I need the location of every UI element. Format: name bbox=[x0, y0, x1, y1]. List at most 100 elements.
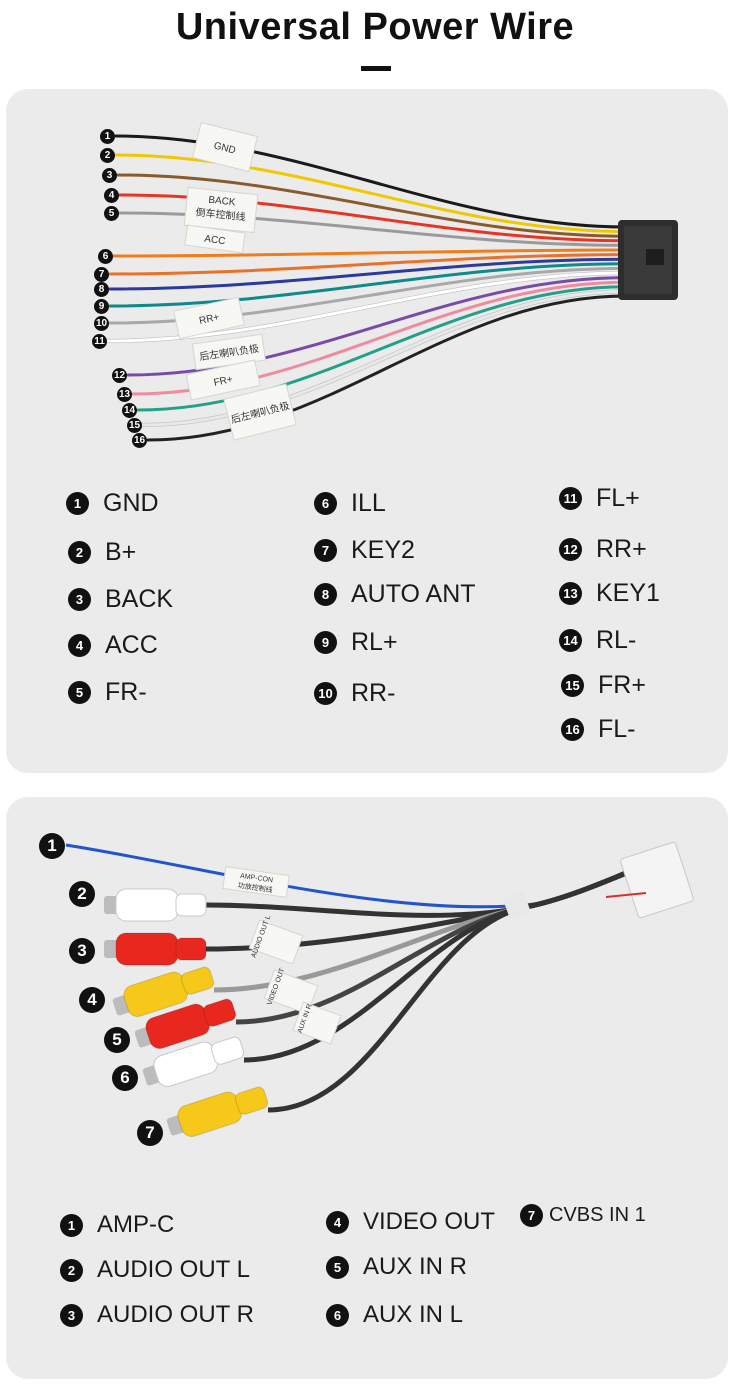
wire-tag: FR+ bbox=[185, 359, 261, 401]
legend-label: ACC bbox=[105, 631, 158, 659]
white-connector bbox=[620, 841, 694, 919]
legend-label: ILL bbox=[351, 489, 386, 517]
wire-number-10: 10 bbox=[94, 316, 109, 331]
legend-number: 8 bbox=[314, 583, 337, 606]
legend-label: FL+ bbox=[596, 484, 640, 512]
legend-label: AUDIO OUT R bbox=[97, 1301, 254, 1328]
wire-number-4: 4 bbox=[104, 188, 119, 203]
legend-label: AUX IN R bbox=[363, 1253, 468, 1280]
legend-label: AMP-C bbox=[97, 1211, 175, 1238]
wire-number-9: 9 bbox=[94, 299, 109, 314]
rca-plug-3 bbox=[112, 966, 215, 1018]
legend-number: 11 bbox=[559, 487, 582, 510]
legend-item-gnd: 1 GND bbox=[66, 489, 159, 518]
plug-number-6: 6 bbox=[112, 1065, 138, 1091]
legend-number: 16 bbox=[561, 718, 584, 741]
legend-number: 9 bbox=[314, 631, 337, 654]
wire-tag-body bbox=[183, 186, 259, 234]
wire-tag-body bbox=[184, 224, 246, 254]
legend-number: 5 bbox=[68, 681, 91, 704]
wire-number-15: 15 bbox=[127, 418, 142, 433]
rca-wire-6 bbox=[267, 866, 637, 1113]
legend-number: 12 bbox=[559, 538, 582, 561]
legend-label: VIDEO OUT bbox=[363, 1208, 496, 1235]
wire-3 bbox=[116, 173, 628, 238]
rca-plug-6 bbox=[166, 1086, 269, 1138]
wire-number-6: 6 bbox=[98, 249, 113, 264]
rca-plug-boot bbox=[180, 966, 215, 995]
legend-label: BACK bbox=[105, 585, 174, 613]
plug-number-3: 3 bbox=[69, 938, 95, 964]
plug-number-7: 7 bbox=[137, 1120, 163, 1146]
legend-label: AUX IN L bbox=[363, 1301, 464, 1328]
legend-number: 5 bbox=[326, 1255, 349, 1279]
wire-tag: 后左喇叭负极 bbox=[223, 383, 297, 441]
page-title: Universal Power Wire bbox=[175, 6, 575, 48]
legend-number: 1 bbox=[66, 492, 89, 515]
wire-12 bbox=[126, 276, 628, 377]
wire-number-14: 14 bbox=[122, 403, 137, 418]
rca-plug-boot bbox=[175, 937, 207, 961]
title-underline bbox=[361, 66, 391, 71]
wire-tag-text: ACC bbox=[204, 234, 226, 248]
plug-number-1: 1 bbox=[39, 833, 65, 859]
legend-label: RR+ bbox=[596, 535, 647, 563]
legend-item-rr-plus: 12 RR+ bbox=[559, 535, 647, 564]
plug-number-2: 2 bbox=[69, 881, 95, 907]
connector-lead-red bbox=[605, 892, 647, 898]
legend-item-ill: 6 ILL bbox=[314, 489, 386, 518]
legend-label: GND bbox=[103, 489, 159, 517]
legend-number: 2 bbox=[60, 1258, 83, 1282]
legend-label: AUTO ANT bbox=[351, 580, 476, 608]
wire-tag-text: FR+ bbox=[213, 374, 234, 389]
wire-2 bbox=[114, 153, 628, 234]
wire-number-12: 12 bbox=[112, 368, 127, 383]
rca-plug-body bbox=[115, 932, 179, 966]
legend-number: 3 bbox=[68, 588, 91, 611]
wire-tag-body bbox=[185, 359, 261, 401]
legend-item-back: 3 BACK bbox=[68, 585, 173, 614]
rca-plug-body bbox=[177, 1091, 243, 1138]
wire-9 bbox=[108, 262, 628, 308]
legend-number: 6 bbox=[314, 492, 337, 515]
wire-tag-text: GND bbox=[213, 140, 237, 156]
legend-label: FR- bbox=[105, 678, 147, 706]
legend-number: 7 bbox=[314, 539, 337, 562]
legend-label: RL- bbox=[596, 626, 637, 654]
wire-tag-body bbox=[248, 919, 304, 965]
wire-tag-text: AMP-CON bbox=[240, 873, 274, 885]
wire-tag: RR+ bbox=[173, 296, 245, 340]
legend-item-fr-minus: 5 FR- bbox=[68, 678, 147, 707]
legend-number: 15 bbox=[561, 674, 584, 697]
wire-number-5: 5 bbox=[104, 206, 119, 221]
wire-8 bbox=[108, 257, 628, 291]
legend-label: RR- bbox=[351, 679, 396, 707]
wire-tag: GND bbox=[191, 121, 259, 173]
wire-tag: ACC bbox=[184, 224, 246, 254]
wire-number-11: 11 bbox=[92, 334, 107, 349]
legend-item-fl-plus: 11 FL+ bbox=[559, 484, 640, 513]
plug-number-5: 5 bbox=[104, 1027, 130, 1053]
wire-1 bbox=[114, 134, 628, 229]
rca-plug-body bbox=[115, 888, 179, 922]
wire-number-7: 7 bbox=[94, 267, 109, 282]
legend-number: 1 bbox=[60, 1213, 83, 1237]
legend-number: 14 bbox=[559, 629, 582, 652]
legend-label: KEY1 bbox=[596, 579, 660, 607]
wire-tag-body bbox=[191, 121, 259, 173]
wire-tag: 后左喇叭负极 bbox=[191, 333, 267, 371]
wire-tag-text: RR+ bbox=[198, 312, 220, 327]
wire-tag-body bbox=[173, 296, 245, 340]
